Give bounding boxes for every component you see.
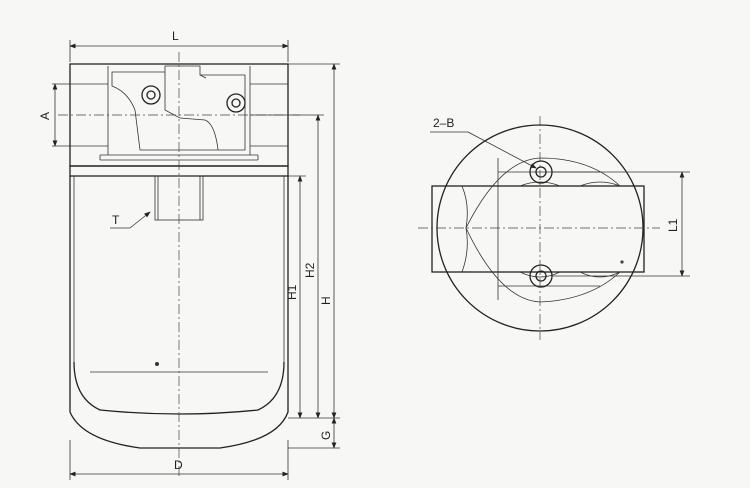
label-D: D — [174, 458, 183, 472]
label-T: T — [112, 213, 120, 227]
bolt-right-outer — [226, 93, 246, 113]
dimension-H: H — [288, 63, 340, 419]
drain-dot — [155, 362, 159, 366]
dimension-H1: H1 — [285, 175, 306, 419]
top-view: 2–B L1 — [418, 116, 690, 340]
dimension-A: A — [38, 83, 70, 147]
top-bolt-upper-inner — [535, 166, 547, 178]
label-H: H — [319, 296, 333, 305]
label-A: A — [38, 112, 52, 120]
port-block — [431, 185, 645, 273]
leader-T: T — [110, 211, 151, 229]
bolt-right-inner — [231, 98, 241, 108]
filter-bowl — [69, 165, 289, 449]
leader-2-B: 2–B — [430, 116, 537, 169]
label-2-B: 2–B — [433, 116, 454, 130]
bolt-left-inner — [146, 90, 156, 100]
dimension-L: L — [69, 29, 289, 62]
bolt-left-outer — [141, 85, 161, 105]
label-L1: L1 — [666, 218, 680, 232]
side-view: L A T H1 H2 H — [38, 29, 340, 480]
top-bolt-lower-inner — [535, 270, 547, 282]
dimension-G: G — [288, 417, 340, 449]
dimension-L1: L1 — [552, 171, 690, 277]
label-L: L — [172, 29, 179, 43]
label-H2: H2 — [303, 262, 317, 278]
label-G: G — [319, 431, 333, 440]
dimension-D: D — [69, 440, 289, 480]
dimension-H2: H2 — [250, 114, 324, 419]
label-H1: H1 — [285, 284, 299, 300]
